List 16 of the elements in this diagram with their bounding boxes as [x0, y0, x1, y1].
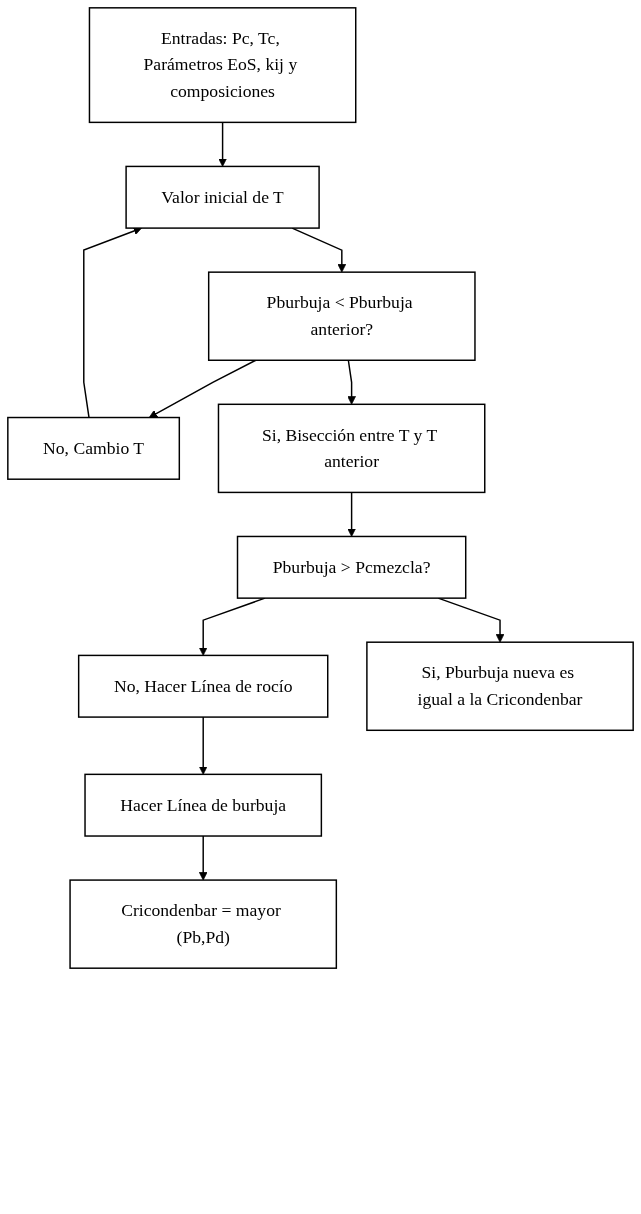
node-box: No, Hacer Línea de rocío — [77, 654, 329, 718]
arrow — [198, 716, 208, 775]
node-box: Hacer Línea de burbuja — [84, 773, 323, 837]
node-box: No, Cambio T — [7, 416, 181, 480]
node-box: Pburbuja < Pburbuja anterior? — [207, 271, 476, 361]
arrow — [218, 121, 227, 167]
arrow — [198, 835, 208, 881]
node-box: Pburbuja > Pcmezcla? — [236, 535, 467, 599]
node-box: Entradas: Pc, Tc, Parámetros EoS, kij y composiciones — [88, 7, 357, 124]
arrow — [148, 359, 257, 418]
node-box: Si, Pburbuja nueva es igual a la Cricondenbar — [366, 641, 634, 732]
node-box: Valor inicial de T — [125, 165, 320, 229]
node-box: Cricondenbar = mayor (Pb,Pd) — [69, 879, 338, 969]
arrow — [347, 359, 356, 405]
node-box: Si, Bisección entre T y T anterior — [217, 403, 486, 494]
arrow — [347, 491, 356, 537]
